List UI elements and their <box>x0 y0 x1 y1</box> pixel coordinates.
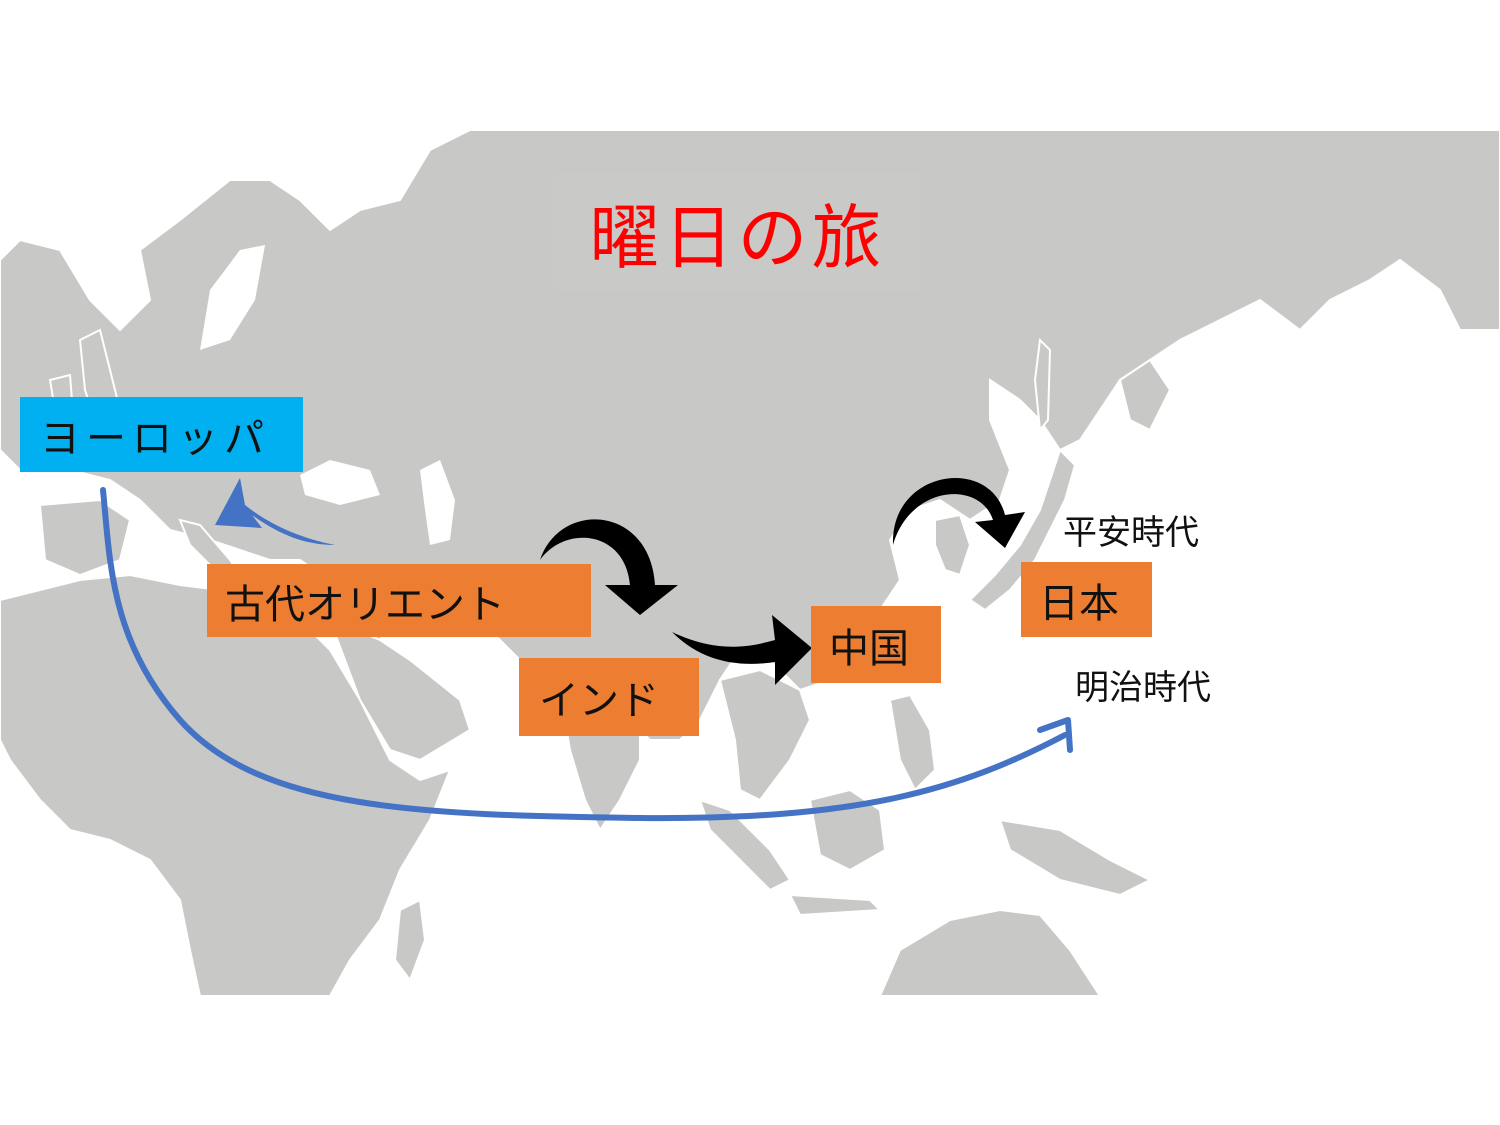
region-japan: 日本 <box>1021 562 1152 637</box>
black-sea <box>300 460 380 505</box>
era-heian: 平安時代 <box>1063 513 1199 553</box>
region-ancient-orient: 古代オリエント <box>207 564 591 637</box>
region-india: インド <box>519 658 699 736</box>
indochina <box>718 668 812 802</box>
madagascar <box>393 898 427 983</box>
india-to-china-arrow <box>672 615 812 685</box>
europe-to-japan-route <box>100 487 1068 822</box>
australia <box>878 908 1102 996</box>
region-china: 中国 <box>811 606 941 683</box>
iberia <box>38 498 132 577</box>
orient-to-europe-arrow <box>215 478 335 545</box>
baltic-sea <box>200 245 265 350</box>
blue-arrows <box>100 478 1073 822</box>
africa <box>0 573 452 996</box>
korea <box>934 513 972 577</box>
philippines <box>888 693 937 792</box>
arabian-peninsula <box>328 618 472 762</box>
slide-title: 曜日の旅 <box>554 172 921 292</box>
caspian-sea <box>420 460 455 545</box>
china-to-japan-arrow <box>892 477 1025 548</box>
black-arrows <box>540 477 1025 685</box>
era-meiji: 明治時代 <box>1075 668 1211 708</box>
orient-to-india-arrow <box>540 519 678 615</box>
new-guinea <box>998 818 1153 897</box>
java <box>788 893 883 917</box>
region-europe: ヨーロッパ <box>20 397 303 472</box>
japan-islands <box>968 448 1077 612</box>
kamchatka <box>1118 358 1172 432</box>
sakhalin <box>1033 337 1052 433</box>
europe-to-japan-arrowhead <box>1037 717 1073 753</box>
